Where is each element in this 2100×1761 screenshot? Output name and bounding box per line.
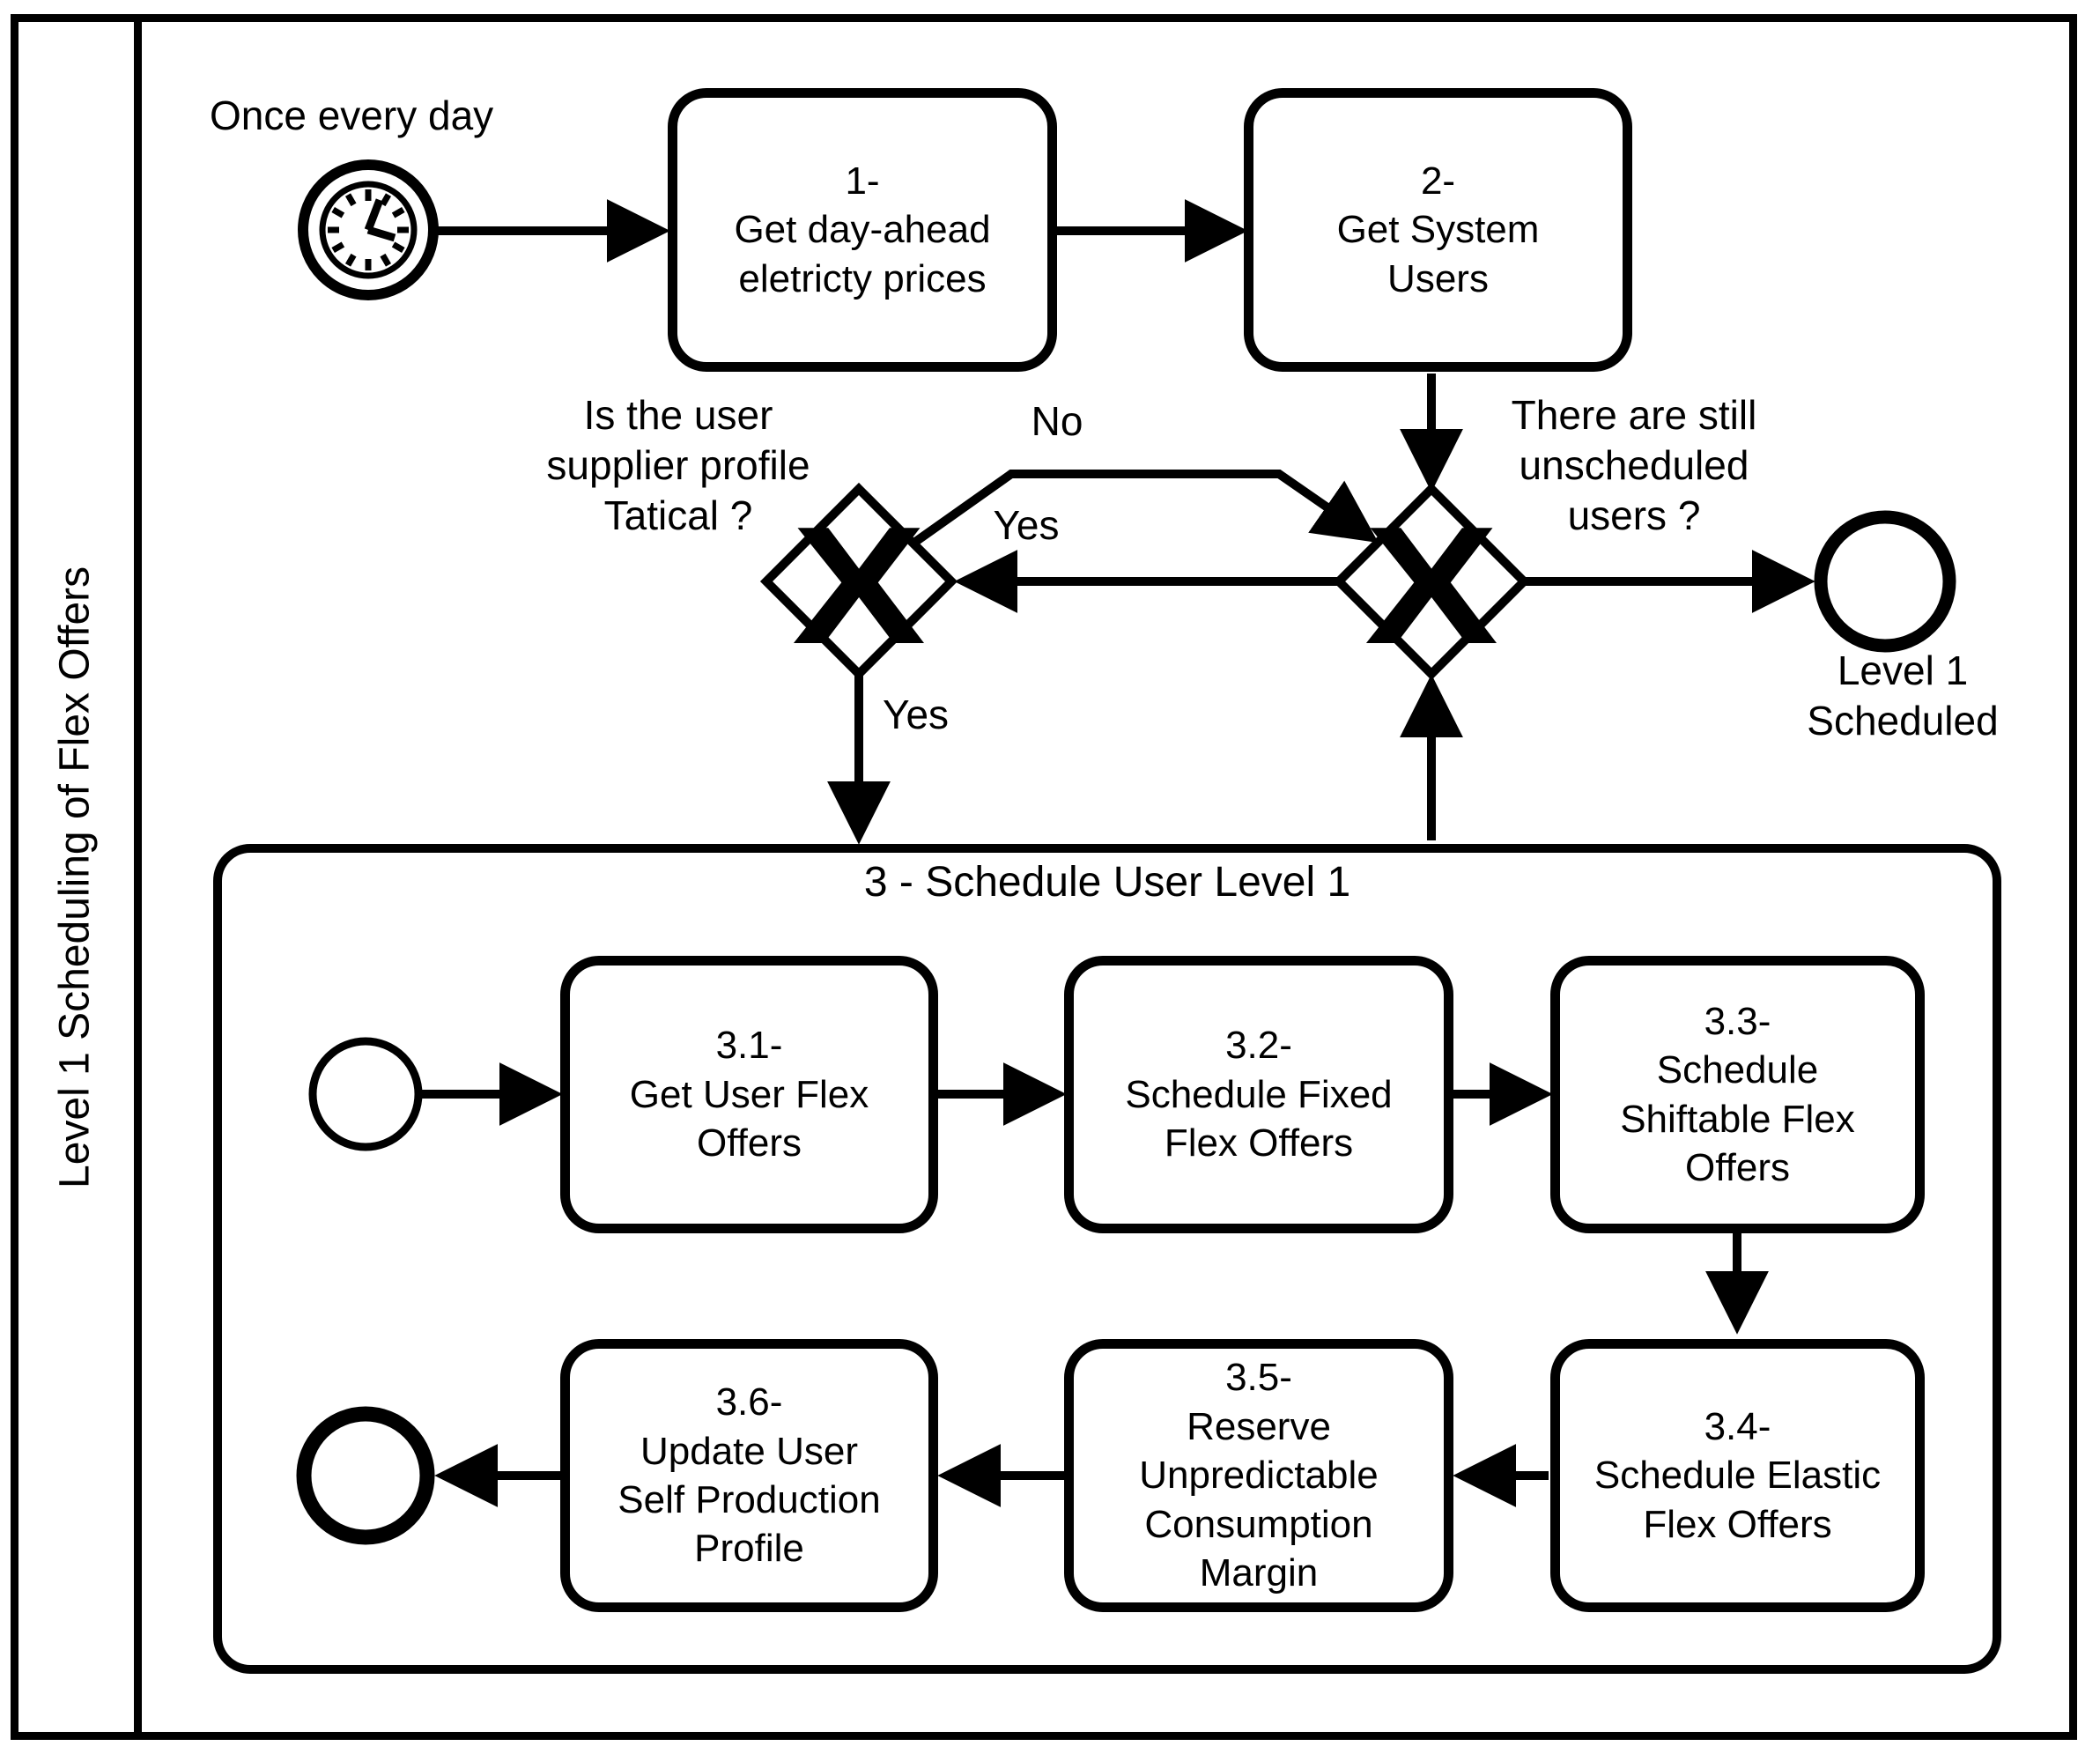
subprocess-schedule-user-level1[interactable] xyxy=(213,844,2001,1674)
end-event-level1-scheduled[interactable] xyxy=(1814,510,1956,653)
gateway-unscheduled-shape[interactable] xyxy=(1332,482,1531,681)
flow-label-yes: Yes xyxy=(993,502,1060,548)
task-1-get-day-ahead-electricity-prices[interactable]: 1- Get day-ahead eletricty prices xyxy=(668,88,1057,372)
flow-no-gateway-tactical-to-gateway-unscheduled xyxy=(909,470,1379,549)
task-3-6-update-user-self-production-profile[interactable]: 3.6- Update User Self Production Profile xyxy=(560,1339,938,1612)
task-3-1-get-user-flex-offers[interactable]: 3.1- Get User Flex Offers xyxy=(560,956,938,1233)
task-3-3-schedule-shiftable-flex-offers[interactable]: 3.3- Schedule Shiftable Flex Offers xyxy=(1550,956,1925,1233)
flow-label-no: No xyxy=(1031,398,1083,444)
subprocess-end-event[interactable] xyxy=(296,1406,435,1545)
subprocess-title: 3 - Schedule User Level 1 xyxy=(863,859,1351,906)
task-3-5-reserve-unpredictable-consumption-margin[interactable]: 3.5- Reserve Unpredictable Consumption M… xyxy=(1064,1339,1453,1612)
gateway-tactical-question: Is the user supplier profile Tatical ? xyxy=(546,392,810,539)
pool-border xyxy=(11,14,2077,1740)
subprocess-start-event[interactable] xyxy=(308,1037,423,1151)
flow-label-yes-down: Yes xyxy=(883,692,950,737)
task-3-4-schedule-elastic-flex-offers[interactable]: 3.4- Schedule Elastic Flex Offers xyxy=(1550,1339,1925,1612)
gateway-tactical-shape[interactable] xyxy=(759,482,958,681)
timer-start-label: Once every day xyxy=(210,92,494,138)
task-3-2-schedule-fixed-flex-offers[interactable]: 3.2- Schedule Fixed Flex Offers xyxy=(1064,956,1453,1233)
gateway-tactical-symbol: X xyxy=(791,492,927,679)
gateway-unscheduled-symbol: X xyxy=(1364,492,1499,679)
end-event-label: Level 1 Scheduled xyxy=(1807,647,1999,744)
lane-divider xyxy=(134,14,142,1740)
clock-icon xyxy=(319,181,418,279)
task-2-get-system-users[interactable]: 2- Get System Users xyxy=(1244,88,1632,372)
timer-start-event[interactable] xyxy=(298,159,439,300)
gateway-unscheduled-question: There are still unscheduled users ? xyxy=(1511,392,1757,539)
